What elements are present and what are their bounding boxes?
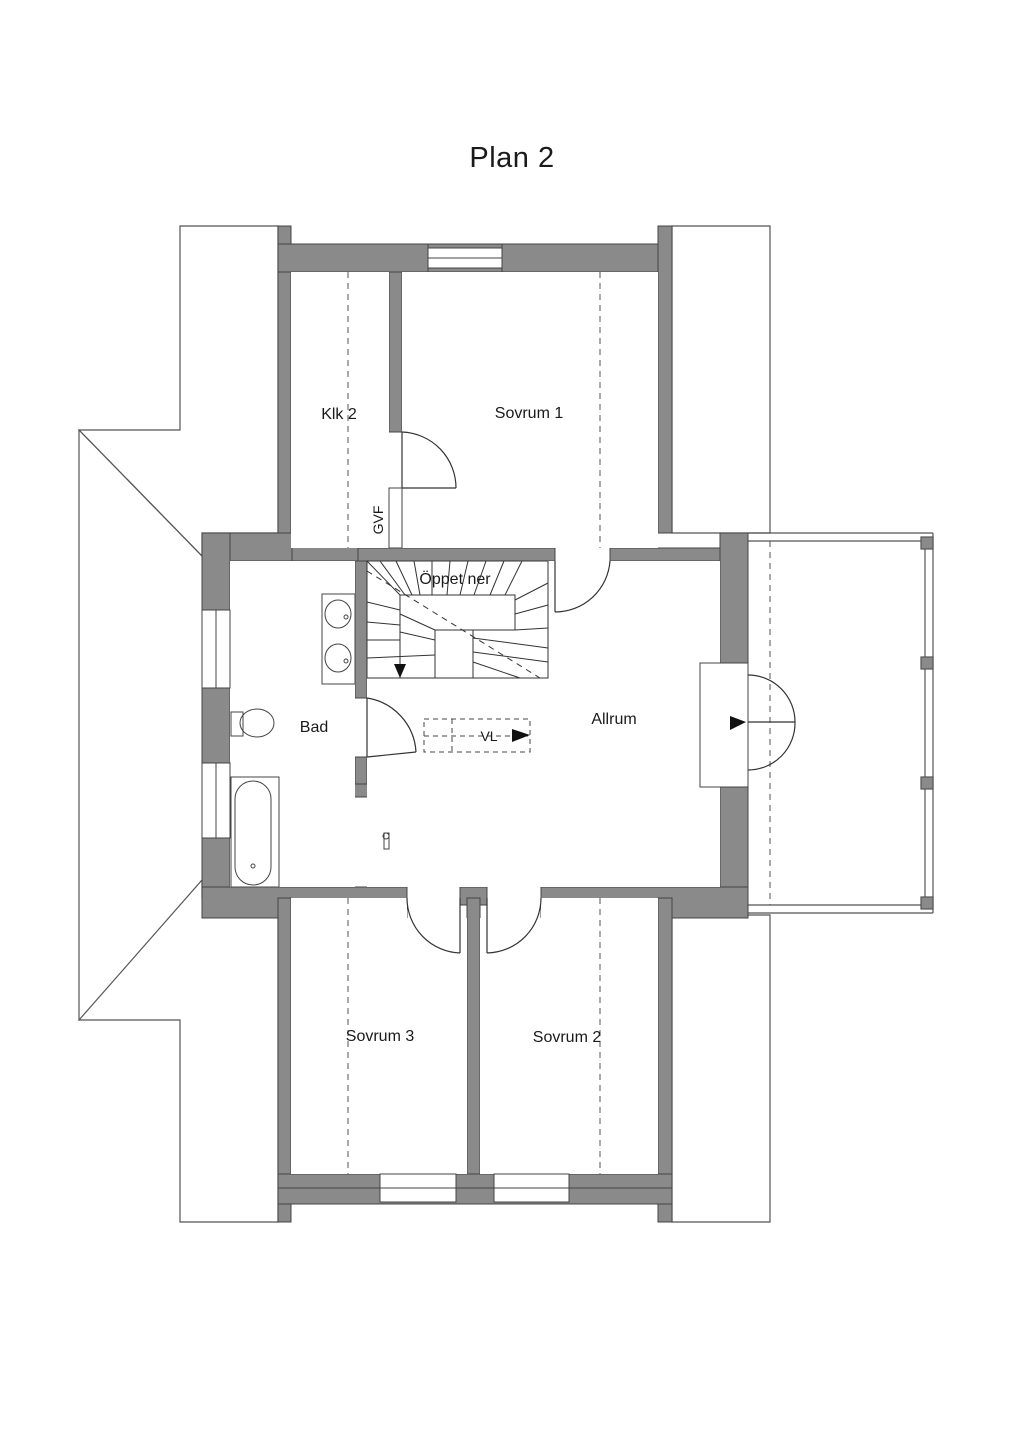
room-label-sovrum3: Sovrum 3 (346, 1028, 415, 1045)
room-label-oppet-ner: Öppet ner (419, 570, 491, 588)
walls (201, 225, 749, 1223)
slope-lines (347, 272, 771, 1174)
windows (201, 247, 749, 1203)
doors (366, 431, 796, 954)
room-label-klk2: Klk 2 (321, 406, 357, 423)
balcony (748, 532, 934, 914)
room-label-sovrum1: Sovrum 1 (495, 405, 564, 422)
room-floors (230, 272, 720, 1174)
room-label-gvf: GVF (370, 506, 386, 535)
room-label-vl: VL (480, 728, 497, 744)
room-label-bad: Bad (300, 719, 328, 736)
vl-cabinet (423, 718, 531, 753)
plan-title: Plan 2 (469, 142, 555, 174)
room-label-allrum: Allrum (591, 711, 636, 728)
staircase (366, 560, 549, 679)
vl-arrow-icon (512, 729, 530, 742)
bathroom-fixtures (230, 593, 390, 888)
gvf-cabinet (388, 487, 403, 549)
room-label-sovrum2: Sovrum 2 (533, 1029, 602, 1046)
